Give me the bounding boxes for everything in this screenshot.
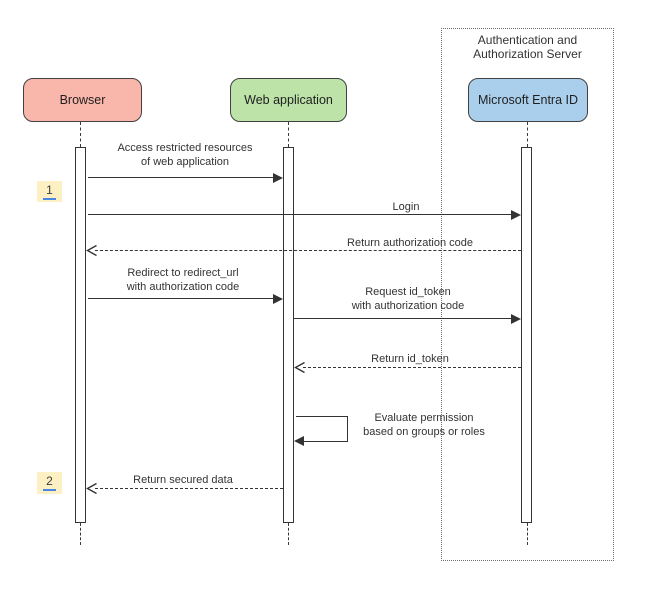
- arrowhead-login: [511, 210, 521, 220]
- actor-browser: Browser: [23, 78, 142, 122]
- actor-microsoft-entra-id-label: Microsoft Entra ID: [477, 93, 579, 107]
- message-line-return-secured-data: [95, 488, 283, 489]
- message-label-access-restricted: Access restricted resources of web appli…: [117, 142, 253, 168]
- webapp-lifeline-tail: [288, 523, 289, 545]
- message-line-request-token: [294, 318, 512, 319]
- arrowhead-request-token: [511, 314, 521, 324]
- browser-lifeline-top: [80, 122, 81, 147]
- message-line-access-restricted: [88, 177, 274, 178]
- message-label-redirect: Redirect to redirect_url with authorizat…: [126, 267, 240, 293]
- webapp-activation-bar: [283, 147, 294, 523]
- message-line-return-auth-code: [95, 250, 521, 251]
- actor-web-application: Web application: [230, 78, 347, 122]
- message-label-return-token: Return id_token: [371, 353, 449, 365]
- arrowhead-redirect: [273, 294, 283, 304]
- self-message-loop-evaluate: [296, 416, 348, 442]
- webapp-lifeline-top: [288, 122, 289, 147]
- arrowhead-access-restricted: [273, 173, 283, 183]
- message-line-redirect: [88, 298, 274, 299]
- message-label-login: Login: [392, 201, 420, 213]
- auth-server-frame-title: Authentication and Authorization Server: [473, 33, 582, 61]
- actor-browser-label: Browser: [59, 93, 106, 107]
- entra-lifeline-tail: [527, 523, 528, 545]
- actor-microsoft-entra-id: Microsoft Entra ID: [468, 78, 588, 122]
- step-marker-1: 1: [37, 181, 62, 202]
- browser-lifeline-tail: [80, 523, 81, 545]
- step-marker-2: 2: [37, 472, 62, 494]
- open-arrowhead-return-token: [294, 361, 305, 374]
- message-line-login: [88, 214, 512, 215]
- message-line-return-token: [303, 367, 521, 368]
- message-label-return-auth-code: Return authorization code: [347, 237, 473, 249]
- open-arrowhead-return-secured-data: [86, 482, 97, 495]
- arrowhead-evaluate-permission: [294, 436, 304, 446]
- open-arrowhead-return-auth-code: [86, 244, 97, 257]
- message-label-request-token: Request id_token with authorization code: [351, 286, 465, 312]
- message-label-evaluate-permission: Evaluate permission based on groups or r…: [363, 412, 485, 438]
- step-marker-1-label: 1: [43, 183, 56, 200]
- browser-activation-bar: [75, 147, 86, 523]
- auth-server-frame: Authentication and Authorization Server: [441, 28, 614, 561]
- step-marker-2-label: 2: [43, 475, 56, 491]
- entra-activation-bar: [521, 147, 532, 523]
- message-label-return-secured-data: Return secured data: [133, 474, 233, 486]
- actor-web-application-label: Web application: [244, 93, 333, 107]
- entra-lifeline-top: [527, 122, 528, 147]
